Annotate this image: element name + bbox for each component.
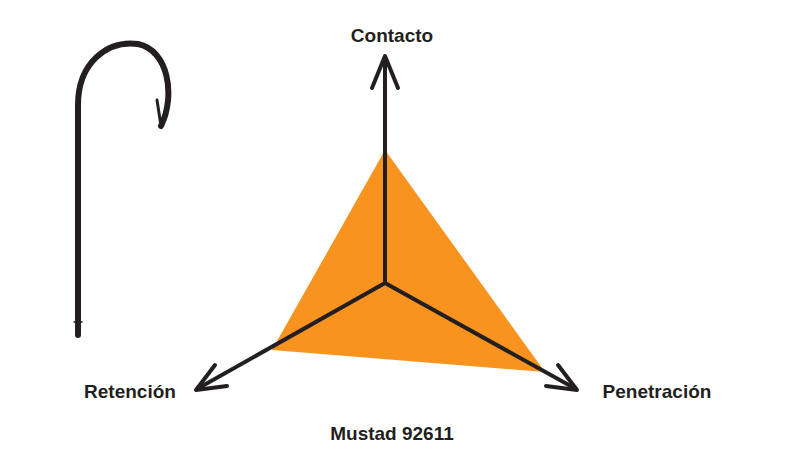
arrow-head (372, 56, 398, 88)
axis-line (385, 283, 576, 389)
axes (196, 56, 577, 390)
orange-triangle (272, 150, 545, 372)
axis-line (197, 283, 385, 389)
fishing-hook (74, 44, 168, 335)
axis-label: Penetración (603, 381, 712, 404)
axis-line (383, 57, 387, 283)
arrow-head (196, 365, 227, 390)
caption: Mustad 92611 (330, 423, 454, 446)
arrow-head (546, 365, 577, 390)
hook-barb (157, 100, 161, 126)
hook-eye-mark (74, 321, 82, 323)
hook-body (78, 44, 168, 335)
axis-label: Retención (84, 381, 176, 404)
axis-label: Contacto (351, 25, 433, 48)
